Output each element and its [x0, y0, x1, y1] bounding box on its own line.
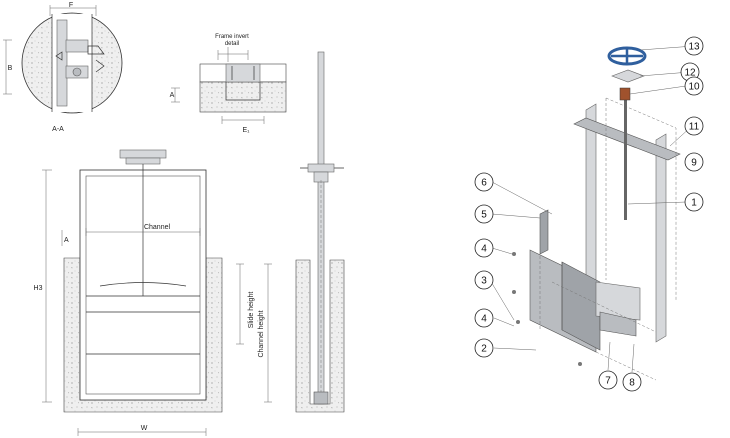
svg-text:5: 5	[481, 210, 487, 221]
svg-text:12: 12	[684, 68, 696, 79]
callout-12: 12	[680, 62, 700, 82]
dim-e1-label: E₁	[242, 127, 250, 134]
callout-5: 5	[474, 204, 494, 224]
slide-height-label: Slide height	[248, 292, 255, 329]
callout-8: 8	[622, 372, 642, 392]
dim-a-label: A	[64, 237, 69, 244]
dim-h3-label: H3	[34, 285, 43, 292]
channel-height-label: Channel height	[258, 310, 265, 357]
dim-a-small: A	[170, 92, 175, 99]
frame-invert-detail: Frame invert detail A E₁	[170, 34, 287, 134]
dim-w-label: W	[141, 425, 148, 432]
dim-b-label: B	[8, 65, 13, 72]
dim-f-label: F	[69, 2, 73, 9]
channel-label: Channel	[144, 224, 171, 231]
callout-13: 13	[684, 36, 704, 56]
svg-text:1: 1	[691, 198, 697, 209]
svg-text:13: 13	[688, 42, 700, 53]
callout-6: 6	[474, 172, 494, 192]
callout-2: 2	[474, 338, 494, 358]
detail-title-line2: detail	[225, 41, 239, 47]
side-elevation	[295, 51, 345, 413]
section-aa-label: A-A	[52, 126, 64, 133]
svg-text:9: 9	[691, 158, 697, 169]
callout-3: 3	[474, 270, 494, 290]
svg-text:4: 4	[481, 314, 487, 325]
detail-title-line1: Frame invert	[215, 34, 249, 40]
svg-text:3: 3	[481, 276, 487, 287]
callout-7: 7	[598, 370, 618, 390]
callout-4b: 4	[474, 308, 494, 328]
callout-4a: 4	[474, 238, 494, 258]
svg-text:2: 2	[481, 344, 487, 355]
svg-text:7: 7	[605, 376, 611, 387]
callout-10: 10	[684, 76, 704, 96]
section-aa-detail: F B A-A	[3, 2, 123, 133]
isometric-assembly	[512, 46, 681, 381]
front-elevation: H3 A Channel Slide height Channel height…	[34, 149, 272, 436]
svg-text:11: 11	[689, 122, 700, 133]
callouts: 13 12 10 11 9 1 6 5	[474, 36, 704, 392]
svg-text:10: 10	[688, 82, 700, 93]
svg-text:6: 6	[481, 178, 487, 189]
svg-text:4: 4	[481, 244, 487, 255]
callout-11: 11	[684, 116, 704, 136]
callout-1: 1	[684, 192, 704, 212]
callout-9: 9	[684, 152, 704, 172]
svg-text:8: 8	[629, 378, 635, 389]
